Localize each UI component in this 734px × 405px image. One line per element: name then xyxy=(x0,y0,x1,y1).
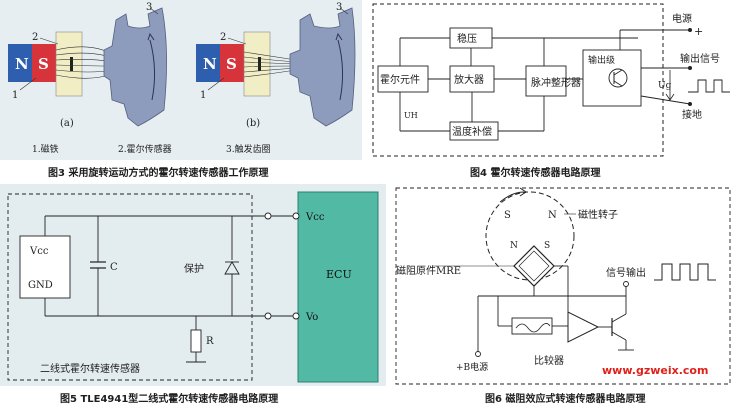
magnet-south-pole-a xyxy=(32,44,56,82)
legend-hall-sensor: 2.霍尔传感器 xyxy=(118,143,172,155)
protection-label: 保护 xyxy=(184,262,204,275)
subfigure-a-label: (a) xyxy=(60,118,74,129)
ground-terminal xyxy=(688,102,692,106)
b-power-terminal xyxy=(475,351,481,357)
hall-element-b xyxy=(258,57,261,71)
sensor-boundary xyxy=(372,3,664,157)
magnetoresistive-panel: S N 磁性转子 N S 磁阻原件MRE +B电源 比较器 xyxy=(392,184,734,386)
sensor-type-label: 二线式霍尔转速传感器 xyxy=(40,362,140,375)
comparator xyxy=(567,311,600,343)
comparator-label: 比较器 xyxy=(534,354,564,367)
rotor-n-label: N xyxy=(548,210,557,221)
vcc-terminal-inner xyxy=(264,212,272,220)
magnetic-rotor-label: 磁性转子 xyxy=(578,208,618,221)
regulator-label: 稳压 xyxy=(457,32,477,45)
ecu-label: ECU xyxy=(326,268,352,281)
power-terminal xyxy=(688,28,692,32)
chip-vcc-label: Vcc xyxy=(29,246,49,257)
b-power-label: +B电源 xyxy=(456,361,488,373)
label-2-a: 2 xyxy=(32,32,38,43)
figure6-caption: 图6 磁阻效应式转速传感器电路原理 xyxy=(485,394,646,405)
trigger-wheel-b xyxy=(289,7,356,127)
hall-sensor-body-b xyxy=(243,31,271,97)
resistor xyxy=(190,329,202,353)
magnet-s-label-b: S xyxy=(226,55,237,73)
protection-diode xyxy=(224,261,240,275)
uh-label: UH xyxy=(404,111,418,120)
pulse-shaper-label: 脉冲整形器 xyxy=(531,76,581,89)
label-3-a: 3 xyxy=(146,2,152,13)
magnet-n-label-a: N xyxy=(15,55,29,73)
legend-magnet: 1.磁铁 xyxy=(32,143,59,155)
chip-gnd-label: GND xyxy=(28,280,53,291)
sensor-boundary-6 xyxy=(395,187,731,385)
figure5-caption: 图5 TLE4941型二线式霍尔转速传感器电路原理 xyxy=(60,394,279,405)
rotation-arrow-a xyxy=(149,39,156,101)
resistor-label: R xyxy=(206,336,214,347)
subfigure-b-label: (b) xyxy=(246,118,260,129)
magnet-north-pole-b xyxy=(196,44,220,82)
mre-label: 磁阻原件MRE xyxy=(396,264,461,277)
ug-label: Ug xyxy=(658,81,672,91)
label-3-b: 3 xyxy=(336,2,342,13)
capacitor-label: C xyxy=(110,262,118,273)
label-1-b: 1 xyxy=(200,90,206,101)
signal-waveform xyxy=(654,263,716,281)
magnet-south-pole-b xyxy=(220,44,244,82)
output-signal-label: 输出信号 xyxy=(680,52,720,65)
figure4-caption: 图4 霍尔转速传感器电路原理 xyxy=(470,168,601,179)
label-2-b: 2 xyxy=(220,32,226,43)
hall-circuit-panel: 电源 + 稳压 霍尔元件 放大器 脉冲整形器 输出级 UH 温度补偿 xyxy=(368,0,734,160)
output-terminal xyxy=(688,66,692,70)
figure3-caption: 图3 采用旋转运动方式的霍尔转速传感器工作原理 xyxy=(48,168,269,179)
hall-element-block xyxy=(377,65,429,93)
rotation-arrow-b xyxy=(337,39,344,101)
ecu-vo-label: Vo xyxy=(305,312,318,323)
legend-trigger-wheel: 3.触发齿圈 xyxy=(226,143,271,155)
amplifier-block xyxy=(449,65,495,93)
vo-terminal-inner xyxy=(264,312,272,320)
hall-sensor-principle-panel: N S 2 1 3 (a) N S xyxy=(0,0,362,160)
amplifier-label: 放大器 xyxy=(454,73,484,86)
output-stage-block xyxy=(582,49,642,107)
vo-terminal-outer xyxy=(292,312,300,320)
ecu-vcc-label: Vcc xyxy=(305,212,325,223)
hall-circuit-drawing: 电源 + 稳压 霍尔元件 放大器 脉冲整形器 输出级 UH 温度补偿 xyxy=(372,3,730,157)
ecu-block xyxy=(297,191,379,383)
hall-element-label: 霍尔元件 xyxy=(380,73,420,86)
rotor-s-label: S xyxy=(504,210,511,221)
magnet-n-label-b: N xyxy=(203,55,217,73)
power-label: 电源 xyxy=(672,12,692,25)
magnet-s-label-a: S xyxy=(38,55,49,73)
two-wire-sensor-panel: ECU Vcc GND Vcc Vo C 保护 R xyxy=(0,184,386,386)
mre-bridge xyxy=(513,245,555,287)
temp-comp-label: 温度补偿 xyxy=(452,125,492,138)
output-waveform xyxy=(688,79,730,93)
hall-sensor-principle-drawing: N S 2 1 3 (a) N S xyxy=(8,2,356,155)
hall-element-a xyxy=(70,57,73,71)
plus-label: + xyxy=(694,25,703,38)
hall-sensor-body-a xyxy=(55,31,83,97)
mre-s-label: S xyxy=(544,241,550,251)
sensor-boundary-5 xyxy=(7,193,253,381)
pulse-shaper-block xyxy=(525,65,567,97)
mre-n-label: N xyxy=(510,241,518,251)
output-transistor xyxy=(608,68,628,88)
magnet-north-pole-a xyxy=(8,44,32,82)
site-watermark: www.gzweix.com xyxy=(602,364,709,377)
label-1-a: 1 xyxy=(12,90,18,101)
magnetoresistive-drawing: S N 磁性转子 N S 磁阻原件MRE +B电源 比较器 xyxy=(395,187,731,385)
two-wire-sensor-drawing: ECU Vcc GND Vcc Vo C 保护 R xyxy=(7,191,379,383)
signal-out-label: 信号输出 xyxy=(606,266,646,279)
ground-label: 接地 xyxy=(682,108,702,121)
magnetic-rotor-circle xyxy=(485,191,575,281)
rotor-arrow xyxy=(499,191,525,203)
vcc-terminal-outer xyxy=(292,212,300,220)
output-stage-label: 输出级 xyxy=(588,54,615,66)
trigger-wheel-a xyxy=(103,7,167,127)
signal-out-terminal xyxy=(623,281,629,287)
